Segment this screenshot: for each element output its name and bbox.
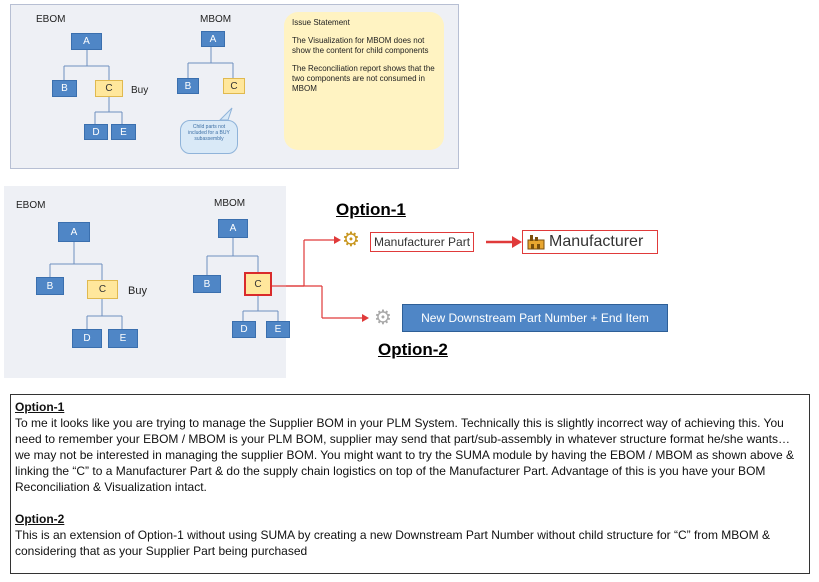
option2-heading: Option-2 (15, 512, 65, 526)
bottom-mbom-label: MBOM (214, 198, 246, 209)
bottom-mbom-node-d: D (232, 321, 256, 338)
top-mbom-node-b: B (177, 78, 199, 94)
top-ebom-node-a: A (71, 33, 102, 50)
notes-box: Option-1 To me it looks like you are try… (10, 394, 810, 574)
top-mbom-node-c: C (223, 78, 245, 94)
bottom-mbom-node-b: B (193, 275, 221, 293)
manufacturer-part-box: Manufacturer Part (370, 232, 475, 252)
bottom-ebom-node-d: D (72, 329, 102, 348)
arrow-head-option1 (334, 236, 341, 244)
bottom-ebom-node-e: E (108, 329, 138, 348)
bottom-ebom-buy-label: Buy (128, 285, 147, 297)
bottom-mbom-node-a: A (218, 219, 248, 238)
downstream-part-box: New Downstream Part Number + End Item (402, 304, 668, 332)
bottom-ebom-node-b: B (36, 277, 64, 295)
bottom-mbom-node-e: E (266, 321, 290, 338)
option1-title: Option-1 (336, 200, 406, 219)
top-mbom-label: MBOM (200, 14, 232, 25)
manufacturer-box: Manufacturer (522, 230, 658, 254)
bottom-mbom-node-c: C (244, 272, 272, 296)
mfg-link-arrowhead (512, 236, 522, 248)
issue-title: Issue Statement (292, 18, 350, 27)
option1-body: To me it looks like you are trying to ma… (15, 416, 795, 494)
option2-title: Option-2 (378, 340, 448, 359)
callout-note: Child parts not included for a BUY subas… (180, 120, 238, 154)
top-ebom-node-d: D (84, 124, 108, 140)
gear-icon-grey: ⚙ (374, 306, 392, 329)
option2-body: This is an extension of Option-1 without… (15, 528, 770, 558)
arrow-head-option2 (362, 314, 369, 322)
bottom-ebom-node-a: A (58, 222, 90, 242)
option1-heading: Option-1 (15, 400, 65, 414)
issue-statement-box: Issue Statement The Visualization for MB… (284, 12, 444, 150)
top-ebom-node-b: B (52, 80, 77, 97)
top-ebom-node-e: E (111, 124, 136, 140)
bottom-ebom-label: EBOM (16, 200, 46, 211)
top-ebom-node-c: C (95, 80, 123, 97)
issue-line-1: The Visualization for MBOM does not show… (292, 36, 429, 55)
bottom-ebom-node-c: C (87, 280, 118, 299)
top-mbom-tree-lines (187, 47, 234, 78)
top-ebom-label: EBOM (36, 14, 66, 25)
manufacturer-label: Manufacturer (549, 233, 644, 250)
gear-icon: ⚙ (342, 228, 360, 251)
top-mbom-node-a: A (201, 31, 225, 47)
factory-icon (527, 235, 545, 250)
top-ebom-tree-lines (63, 50, 123, 124)
issue-line-2: The Reconciliation report shows that the… (292, 64, 435, 93)
top-ebom-buy-label: Buy (131, 85, 149, 96)
